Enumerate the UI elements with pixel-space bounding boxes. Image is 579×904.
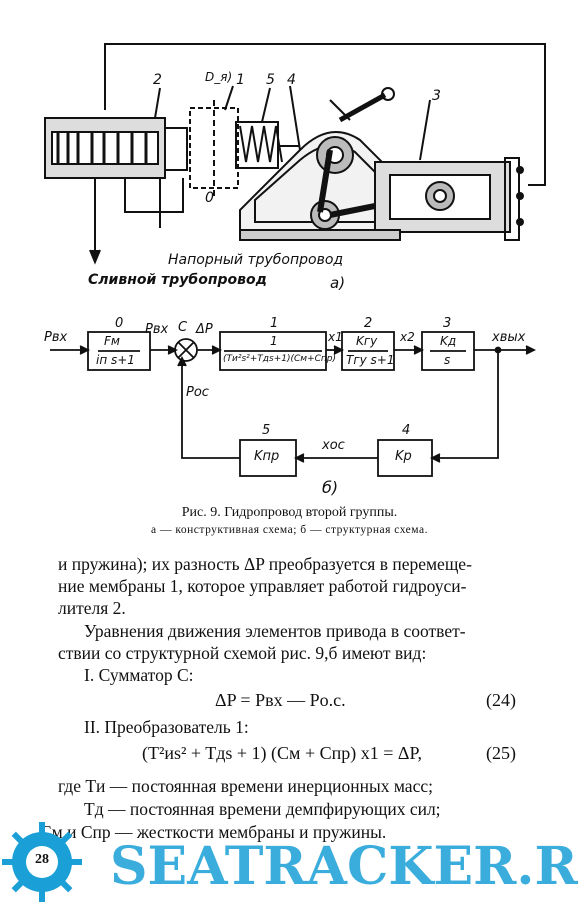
figure-a-label: а) [330, 274, 346, 292]
part-label-1: 1 [236, 72, 245, 88]
block-0-num: 0 [115, 316, 124, 331]
signal-after-0: Pвх [145, 322, 169, 337]
text-line: где Tи — постоянная времени инерционных … [58, 776, 433, 796]
text-line: Tд — постоянная времени демпфирующих сил… [84, 799, 441, 819]
equation-25: (T²иs² + Tдs + 1) (Cм + Cпр) x1 = ΔP, [142, 743, 422, 763]
signal-poc: Pос [186, 385, 209, 400]
block-3-top: Kд [440, 334, 457, 348]
part-label-0: 0 [205, 190, 214, 206]
part-label-3: 3 [432, 88, 441, 104]
drain-pipe-label: Сливной трубопровод [88, 272, 267, 288]
summator-label: C [178, 320, 188, 335]
signal-delta: ΔP [196, 322, 213, 337]
block-3-num: 3 [443, 316, 452, 331]
text-line: и пружина); их разность ΔP преобразуется… [58, 554, 472, 574]
page-number: 28 [35, 852, 49, 867]
figure-caption: Рис. 9. Гидропровод второй группы. [181, 505, 398, 520]
block-0-top: Fм [104, 334, 120, 348]
block-4-num: 4 [402, 423, 411, 438]
text-line: Cм и Cпр — жесткости мембраны и пружины. [40, 822, 387, 842]
equation-24-number: (24) [486, 690, 516, 710]
signal-out: xвых [492, 330, 526, 345]
signal-x2: x2 [400, 330, 415, 344]
text-line: ние мембраны 1, которое управляет работо… [58, 576, 467, 596]
part-label-2: 2 [153, 72, 162, 88]
watermark: SEATRACKER.RU [2, 822, 579, 902]
block-4-text: Kр [395, 449, 412, 464]
block-3-bottom: s [444, 353, 451, 367]
block-5-num: 5 [262, 423, 271, 438]
section-heading: I. Сумматор C: [84, 665, 194, 685]
equation-25-number: (25) [486, 743, 516, 763]
part-label-5: 5 [266, 72, 275, 88]
signal-x1: x1 [328, 330, 343, 344]
text-line: Уравнения движения элементов привода в с… [84, 621, 466, 641]
block-1-top: 1 [270, 334, 278, 348]
subcaption-b: б — структурная схема. [300, 524, 428, 536]
text-line: лителя 2. [58, 598, 126, 618]
watermark-text: SEATRACKER.RU [110, 836, 579, 897]
pressure-pipe-label: Напорный трубопровод [168, 252, 344, 268]
text-line: ствии со структурной схемой рис. 9,б име… [58, 643, 427, 663]
figure-b-label: б) [322, 478, 339, 497]
block-1-bottom: (Tи²s²+Tдs+1)(Cм+Cпр) [223, 354, 337, 364]
subcaption-a: а — конструктивная схема; [151, 524, 297, 536]
part-label-4: 4 [287, 72, 296, 88]
block-2-top: Kгу [356, 334, 378, 348]
figure-subcaption: а — конструктивная схема; б — структурна… [0, 524, 579, 536]
section-heading: II. Преобразователь 1: [84, 717, 249, 737]
block-1-num: 1 [270, 316, 279, 331]
signal-xoc: xос [322, 438, 345, 453]
input-signal: Pвх [44, 330, 68, 345]
block-2-num: 2 [364, 316, 373, 331]
block-0-bottom: iп s+1 [96, 353, 135, 367]
block-2-bottom: Tгу s+1 [346, 353, 395, 367]
block-5-text: Kпр [254, 449, 280, 464]
equation-24: ΔP = Pвх — Pо.с. [215, 690, 346, 710]
part-label-dy: D_я) [205, 70, 233, 84]
